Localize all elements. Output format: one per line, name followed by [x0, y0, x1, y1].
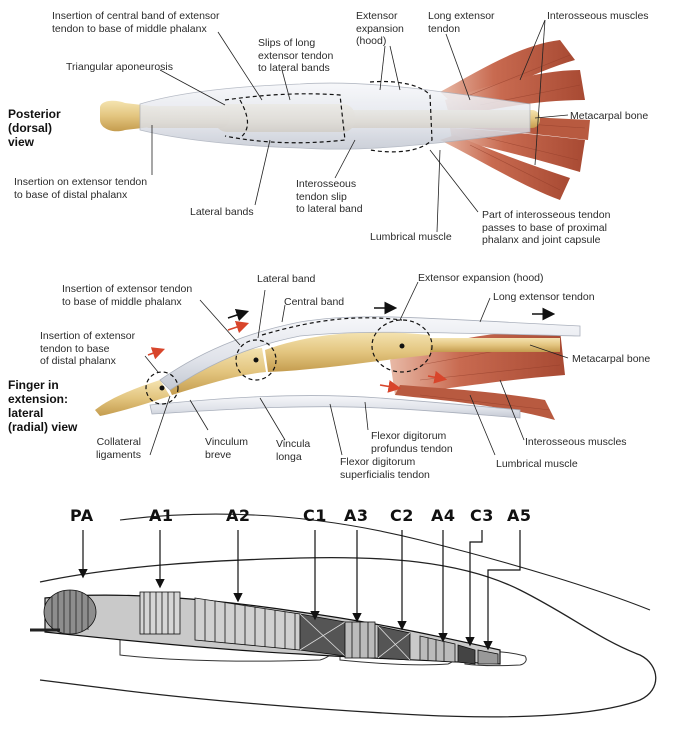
pulley-label-a4: A4	[431, 506, 456, 525]
label-fds-tendon: Flexor digitorum superficialis tendon	[340, 456, 430, 481]
label-triangular-aponeurosis: Triangular aponeurosis	[66, 61, 173, 74]
pulley-label-a1: A1	[149, 506, 174, 525]
label-metacarpal-bone-lateral: Metacarpal bone	[572, 353, 650, 366]
lateral-view-label: Finger in extension: lateral (radial) vi…	[8, 378, 77, 434]
label-long-extensor-tendon: Long extensor tendon	[428, 10, 495, 35]
label-lateral-bands: Lateral bands	[190, 206, 254, 219]
label-interosseous-muscles-dorsal: Interosseous muscles	[547, 10, 649, 23]
pulley-label-c3: C3	[470, 506, 494, 525]
pulley-illustration	[30, 514, 656, 717]
label-extensor-expansion: Extensor expansion (hood)	[356, 10, 404, 48]
label-central-band: Central band	[284, 296, 344, 309]
label-extensor-expansion-lateral: Extensor expansion (hood)	[418, 272, 544, 285]
label-part-interosseous: Part of interosseous tendon passes to ba…	[482, 209, 610, 247]
label-interosseous-slip: Interosseous tendon slip to lateral band	[296, 178, 363, 216]
pulley-label-c1: C1	[303, 506, 327, 525]
label-interosseous-muscles-lateral: Interosseous muscles	[525, 436, 627, 449]
label-collateral-ligaments: Collateral ligaments	[96, 436, 141, 461]
label-insertion-distal-dorsal: Insertion on extensor tendon to base of …	[14, 176, 147, 201]
label-lumbrical-muscle-dorsal: Lumbrical muscle	[370, 231, 452, 244]
label-long-extensor-tendon-lateral: Long extensor tendon	[493, 291, 595, 304]
label-metacarpal-bone-dorsal: Metacarpal bone	[570, 110, 648, 123]
pulley-label-a2: A2	[226, 506, 251, 525]
pulley-label-pa: PA	[70, 506, 94, 525]
label-vinculum-breve: Vinculum breve	[205, 436, 248, 461]
label-central-band-insertion: Insertion of central band of extensor te…	[52, 10, 220, 35]
pulley-label-a5: A5	[507, 506, 532, 525]
label-lateral-band: Lateral band	[257, 273, 315, 286]
label-fdp-tendon: Flexor digitorum profundus tendon	[371, 430, 453, 455]
pulley-label-c2: C2	[390, 506, 414, 525]
label-slips-long-extensor: Slips of long extensor tendon to lateral…	[258, 37, 333, 75]
lateral-metacarpal-bone	[420, 338, 560, 352]
dorsal-view-label: Posterior (dorsal) view	[8, 107, 61, 149]
label-vincula-longa: Vincula longa	[276, 438, 310, 463]
label-insertion-middle: Insertion of extensor tendon to base of …	[62, 283, 192, 308]
label-lumbrical-muscle-lateral: Lumbrical muscle	[496, 458, 578, 471]
label-insertion-distal-lateral: Insertion of extensor tendon to base of …	[40, 330, 135, 368]
pulley-label-a3: A3	[344, 506, 369, 525]
